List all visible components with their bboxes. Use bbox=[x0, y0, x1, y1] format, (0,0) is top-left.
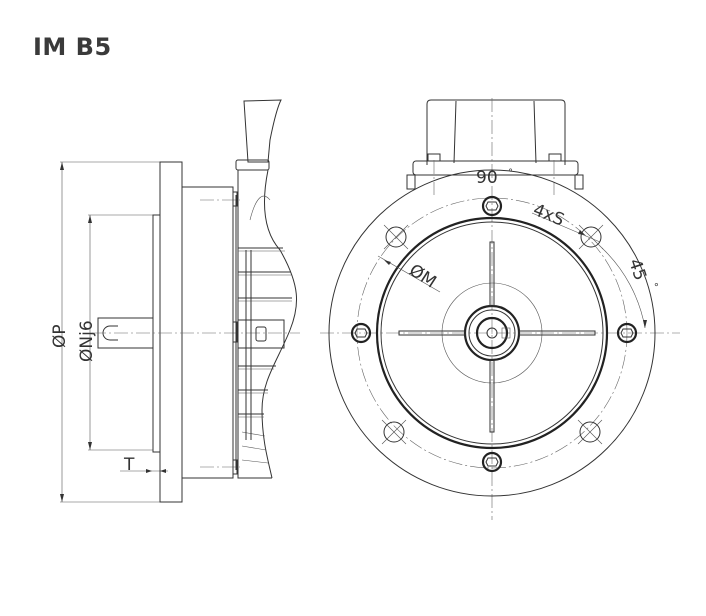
terminal-box-side bbox=[235, 99, 282, 171]
stator-housing bbox=[182, 186, 234, 479]
degree-90: ° bbox=[508, 168, 513, 179]
hole-top-left bbox=[383, 224, 409, 250]
label-nj6: ØNj6 bbox=[77, 320, 97, 362]
hole-top-right bbox=[578, 224, 604, 250]
label-op: ØP bbox=[50, 324, 70, 348]
bolt-left bbox=[350, 322, 372, 344]
label-om: ØM bbox=[405, 260, 439, 292]
flange-plate bbox=[159, 161, 183, 503]
side-view: ØP ØNj6 T bbox=[50, 99, 300, 503]
flange-outline bbox=[328, 169, 656, 497]
bolt-top bbox=[481, 195, 503, 217]
fan-cover-side bbox=[237, 169, 298, 479]
spigot-outline bbox=[375, 216, 609, 450]
hole-bottom-left bbox=[381, 419, 407, 445]
dimension-t: T bbox=[120, 455, 168, 475]
spigot bbox=[152, 214, 161, 453]
angle-45: 45 ° bbox=[601, 247, 659, 329]
page-title: IM B5 bbox=[33, 33, 112, 61]
bolt-bottom bbox=[481, 451, 503, 473]
bolt-circle bbox=[356, 197, 628, 469]
hole-bottom-right bbox=[577, 419, 603, 445]
dimension-op: ØP bbox=[50, 161, 160, 503]
degree-45: ° bbox=[647, 282, 659, 290]
label-t: T bbox=[123, 455, 135, 475]
angle-90: 90 ° bbox=[476, 168, 513, 188]
shaft-end bbox=[475, 316, 509, 350]
front-view: 4xS ØM 90 ° 45 ° bbox=[320, 98, 680, 520]
dimension-nj6: ØNj6 bbox=[77, 214, 153, 451]
ribs bbox=[398, 241, 596, 433]
bolt-right bbox=[616, 322, 638, 344]
label-90: 90 bbox=[476, 168, 498, 188]
